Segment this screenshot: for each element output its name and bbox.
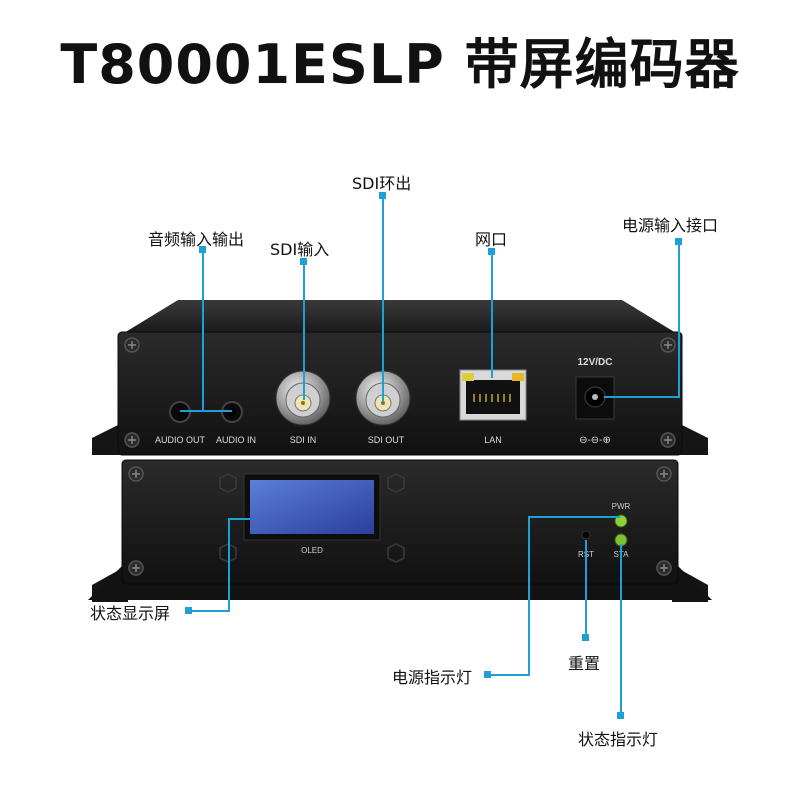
sdi-out-label: SDI OUT [368, 435, 405, 445]
polarity-symbol: ⊖-⊖-⊕ [579, 435, 611, 446]
top-unit: AUDIO OUT AUDIO IN SDI IN SDI OUT LAN 12… [92, 300, 708, 456]
reset-leader-dot [582, 634, 589, 641]
lan-leader-dot [488, 248, 495, 255]
callout-sdi-in: SDI输入 [270, 240, 330, 259]
pwr-led-leader-line [528, 516, 530, 676]
bottom-unit: OLED PWR STA RST [88, 459, 712, 602]
audio-leader-line [202, 250, 204, 412]
screen-leader-dot [185, 607, 192, 614]
dc-power-jack [575, 376, 615, 420]
audio-out-label: AUDIO OUT [155, 435, 206, 445]
callout-sdi-loop: SDI环出 [352, 174, 412, 193]
screen-leader-branch [228, 518, 250, 520]
power-leader-line [678, 242, 680, 398]
oled-label: OLED [301, 546, 323, 555]
callout-status-screen: 状态显示屏 [90, 604, 171, 623]
pwr-label: PWR [612, 502, 631, 511]
callout-lan-port: 网口 [475, 230, 508, 249]
reset-pinhole [581, 530, 591, 540]
pwr-led [614, 514, 628, 528]
callout-power-led: 电源指示灯 [392, 668, 473, 687]
power-leader-branch [604, 396, 680, 398]
reset-leader-line [585, 540, 587, 636]
screen-leader-line [228, 518, 230, 612]
lan-leader-line [491, 252, 493, 378]
power-leader-dot [675, 238, 682, 245]
sdi-out-leader-line [382, 196, 384, 402]
sdi-in-leader-line [303, 262, 305, 400]
power-spec-label: 12V/DC [577, 357, 612, 368]
callout-status-led: 状态指示灯 [578, 730, 659, 749]
pwr-led-leader-dot [484, 671, 491, 678]
sta-led-leader-dot [617, 712, 624, 719]
sdi-out-leader-dot [379, 192, 386, 199]
audio-leader-dot [199, 246, 206, 253]
page-title: T80001ESLP 带屏编码器 [60, 33, 740, 96]
pwr-led-leader-branch [528, 516, 620, 518]
screen-leader-foot [190, 610, 230, 612]
lan-port [459, 369, 527, 421]
audio-leader-branch [180, 410, 232, 412]
sta-led-leader-line [620, 544, 622, 716]
sdi-in-leader-dot [300, 258, 307, 265]
sdi-in-label: SDI IN [290, 435, 317, 445]
audio-in-label: AUDIO IN [216, 435, 256, 445]
callout-power-in: 电源输入接口 [622, 216, 719, 235]
audio-jacks [169, 401, 243, 423]
pwr-led-leader-foot [488, 674, 530, 676]
callout-reset: 重置 [568, 654, 601, 673]
callout-audio-io: 音频输入输出 [148, 230, 245, 249]
oled-screen [243, 473, 381, 541]
lan-label: LAN [484, 435, 502, 445]
